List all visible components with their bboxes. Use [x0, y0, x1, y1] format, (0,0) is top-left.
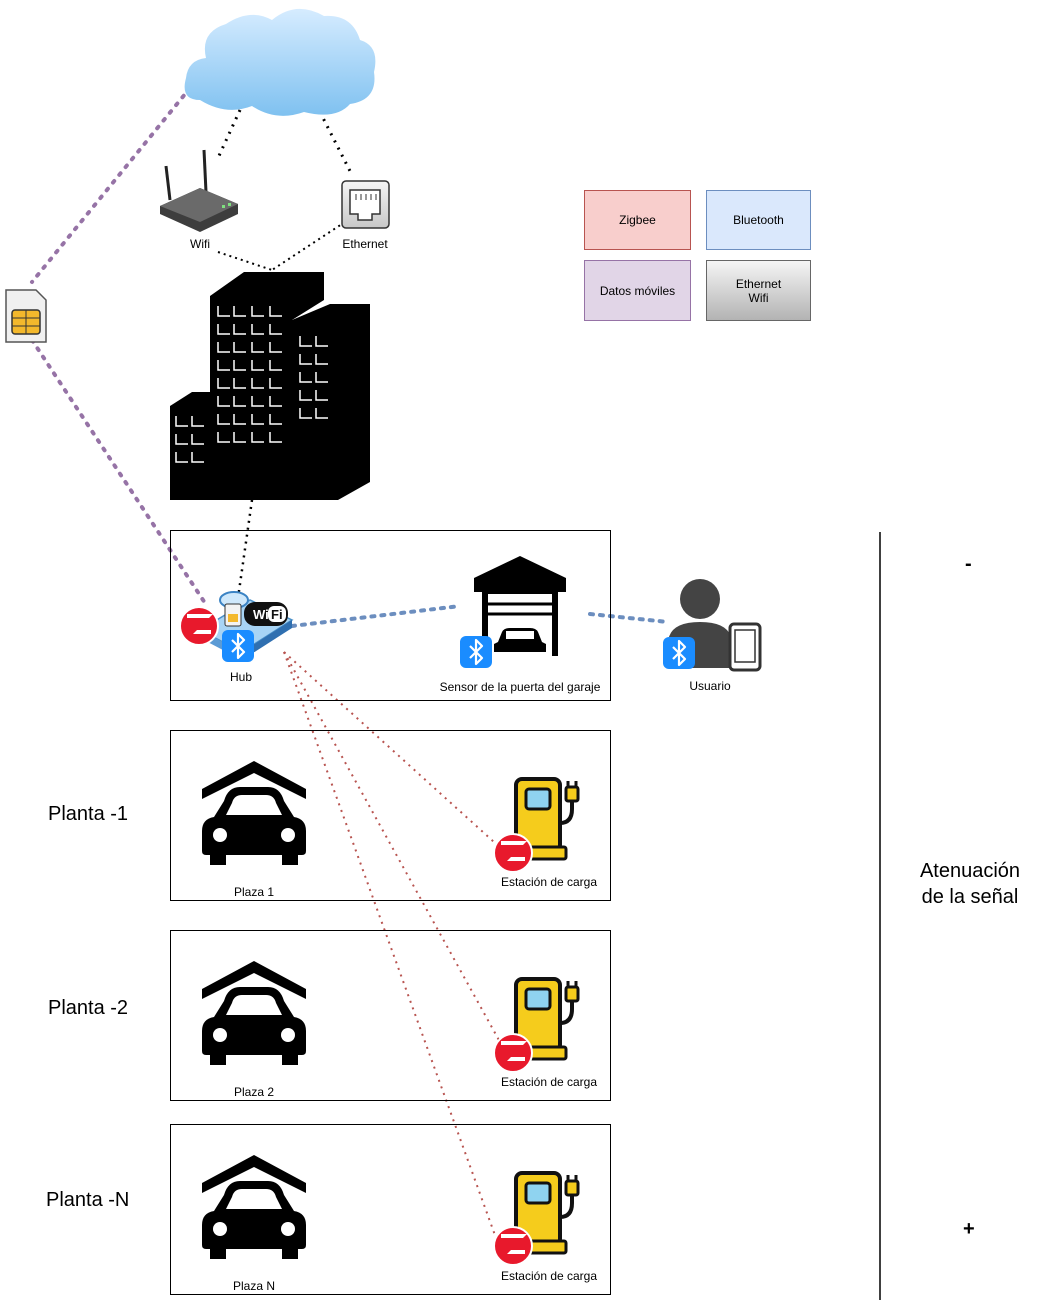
user-icon: [668, 579, 762, 672]
attenuation-minus: -: [965, 553, 972, 575]
floor-name-1: Planta -1: [48, 803, 129, 825]
wifi-router-icon: [160, 149, 238, 232]
legend-zigbee: Zigbee: [584, 190, 691, 250]
building-icon: [170, 272, 370, 500]
ethernet-port-icon: [341, 180, 390, 229]
station-label-n: Estación de carga: [500, 1269, 598, 1283]
spot-label-2: Plaza 2: [233, 1085, 275, 1099]
legend-zigbee-label: Zigbee: [619, 213, 656, 227]
user-bluetooth-icon: [661, 635, 697, 671]
ethernet-port-label: Ethernet: [342, 237, 388, 251]
floor-name-2: Planta -2: [48, 997, 129, 1019]
ground-floor-panel: [170, 530, 611, 701]
floor-panel-2: [170, 930, 611, 1101]
sim-card-icon: [5, 289, 47, 343]
legend-bluetooth: Bluetooth: [706, 190, 811, 250]
mobile-data-link: [30, 86, 207, 605]
cloud-icon: [184, 8, 376, 116]
internet-links: [216, 109, 354, 599]
wifi-router-label: Wifi: [190, 237, 210, 251]
legend-mobile-data-label: Datos móviles: [599, 283, 676, 298]
attenuation-label-line2: de la señal: [921, 886, 1019, 908]
legend-bluetooth-label: Bluetooth: [733, 213, 784, 227]
spot-label-n: Plaza N: [232, 1279, 276, 1293]
spot-label-1: Plaza 1: [233, 885, 275, 899]
hub-label: Hub: [229, 670, 252, 684]
svg-text:Wi: Wi: [253, 607, 269, 622]
zigbee-links: [283, 651, 501, 1239]
attenuation-plus: +: [963, 1218, 975, 1240]
garage-sensor-label: Sensor de la puerta del garaje: [439, 680, 601, 694]
attenuation-label: Atenuación de la señal: [900, 858, 1040, 910]
station-label-2: Estación de carga: [500, 1075, 598, 1089]
legend-mobile-data: Datos móviles: [584, 260, 691, 321]
legend-wifi-label: Wifi: [748, 290, 769, 305]
user-label: Usuario: [689, 679, 731, 693]
floor-panel-n: [170, 1124, 611, 1295]
floor-name-n: Planta -N: [46, 1189, 130, 1211]
garage-icon: [474, 556, 566, 656]
bluetooth-links: [290, 604, 670, 628]
svg-text:Fi: Fi: [271, 607, 283, 622]
station-label-1: Estación de carga: [500, 875, 598, 889]
attenuation-label-line1: Atenuación: [919, 860, 1021, 882]
legend-ethernet-label: Ethernet: [735, 276, 782, 291]
floor-panel-1: [170, 730, 611, 901]
